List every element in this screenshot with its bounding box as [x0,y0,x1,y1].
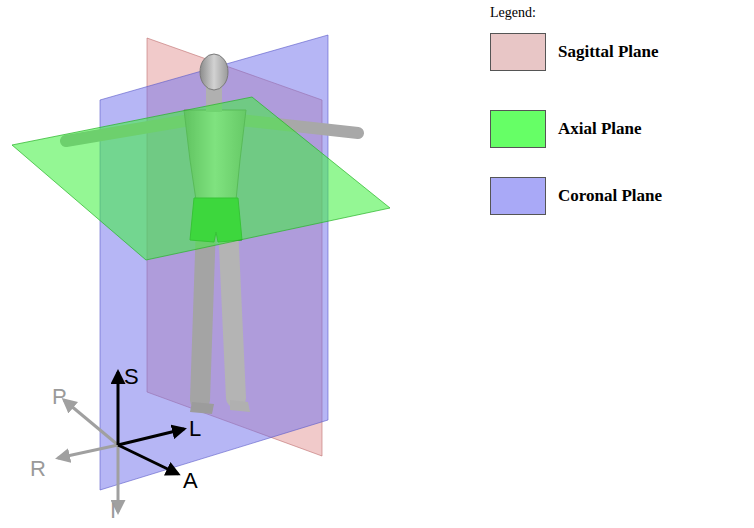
axis-letter: R [30,458,46,480]
axis-letter: P [52,386,67,408]
legend-entry: Axial Plane [490,110,642,148]
legend-title: Legend: [490,6,536,20]
legend-entry: Sagittal Plane [490,33,659,71]
legend-swatch [490,110,546,148]
legend-text: Coronal Plane [558,186,662,206]
axial-plane [12,97,390,260]
legend-text: Sagittal Plane [558,42,659,62]
legend-entry: Coronal Plane [490,177,662,215]
legend-text: Axial Plane [558,119,642,139]
legend-swatch [490,33,546,71]
orientation-axes [58,372,184,512]
axis-letter: L [189,418,201,440]
axis-letter: S [124,366,139,388]
axis-letter: A [183,470,198,492]
coronal-plane [100,35,328,490]
axis-letter: I [110,500,116,522]
legend-swatch [490,177,546,215]
